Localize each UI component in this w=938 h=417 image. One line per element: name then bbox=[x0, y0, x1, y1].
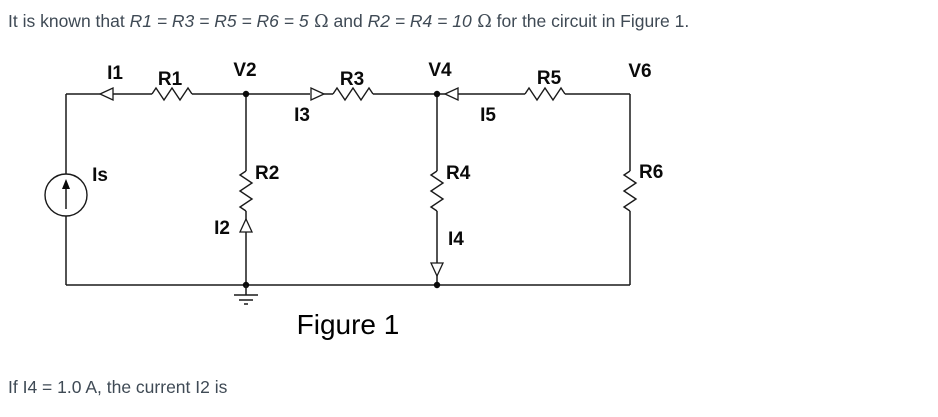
current-source-arrowhead-icon bbox=[62, 179, 70, 189]
resistor-r4 bbox=[429, 170, 445, 212]
label-v2: V2 bbox=[233, 60, 256, 81]
resistor-r5 bbox=[524, 86, 566, 102]
intro-equation-1: R1 = R3 = R5 = R6 = 5 bbox=[129, 11, 309, 31]
resistor-r1 bbox=[151, 86, 193, 102]
label-v6: V6 bbox=[628, 61, 651, 82]
label-r1: R1 bbox=[158, 69, 183, 90]
current-arrow-i1-icon bbox=[98, 86, 114, 102]
figure-caption: Figure 1 bbox=[297, 309, 400, 340]
current-arrow-i4-icon bbox=[429, 262, 445, 278]
label-i5: I5 bbox=[480, 105, 496, 126]
label-is: Is bbox=[92, 165, 108, 186]
current-arrow-i2-icon bbox=[238, 217, 254, 233]
omega-symbol: Ω bbox=[471, 12, 492, 32]
intro-prefix: It is known that bbox=[8, 11, 130, 31]
label-i2: I2 bbox=[214, 218, 230, 239]
resistor-r3 bbox=[332, 86, 374, 102]
intro-mid: and bbox=[328, 11, 368, 31]
node-v4 bbox=[433, 90, 441, 98]
label-r2: R2 bbox=[255, 163, 279, 184]
resistor-r2 bbox=[238, 170, 254, 212]
omega-symbol: Ω bbox=[308, 12, 329, 32]
problem-statement: It is known that R1 = R3 = R5 = R6 = 5 Ω… bbox=[8, 11, 689, 34]
current-arrow-i3-icon bbox=[310, 86, 326, 102]
ground-icon bbox=[234, 285, 258, 305]
label-r6: R6 bbox=[639, 162, 663, 183]
label-i4: I4 bbox=[448, 229, 464, 250]
current-arrow-i5-icon bbox=[443, 86, 459, 102]
label-v4: V4 bbox=[428, 60, 452, 81]
intro-suffix: for the circuit in Figure 1. bbox=[491, 11, 690, 31]
resistor-r6 bbox=[622, 170, 638, 212]
question-text: If I4 = 1.0 A, the current I2 is bbox=[8, 377, 228, 397]
current-source bbox=[44, 173, 88, 217]
label-i1: I1 bbox=[107, 63, 123, 84]
intro-equation-2: R2 = R4 = 10 bbox=[367, 11, 472, 31]
node-v2 bbox=[242, 90, 250, 98]
label-r3: R3 bbox=[340, 69, 364, 90]
label-r5: R5 bbox=[537, 68, 562, 89]
label-r4: R4 bbox=[446, 163, 471, 184]
label-i3: I3 bbox=[294, 105, 310, 126]
node-bottom-v4 bbox=[433, 281, 441, 289]
